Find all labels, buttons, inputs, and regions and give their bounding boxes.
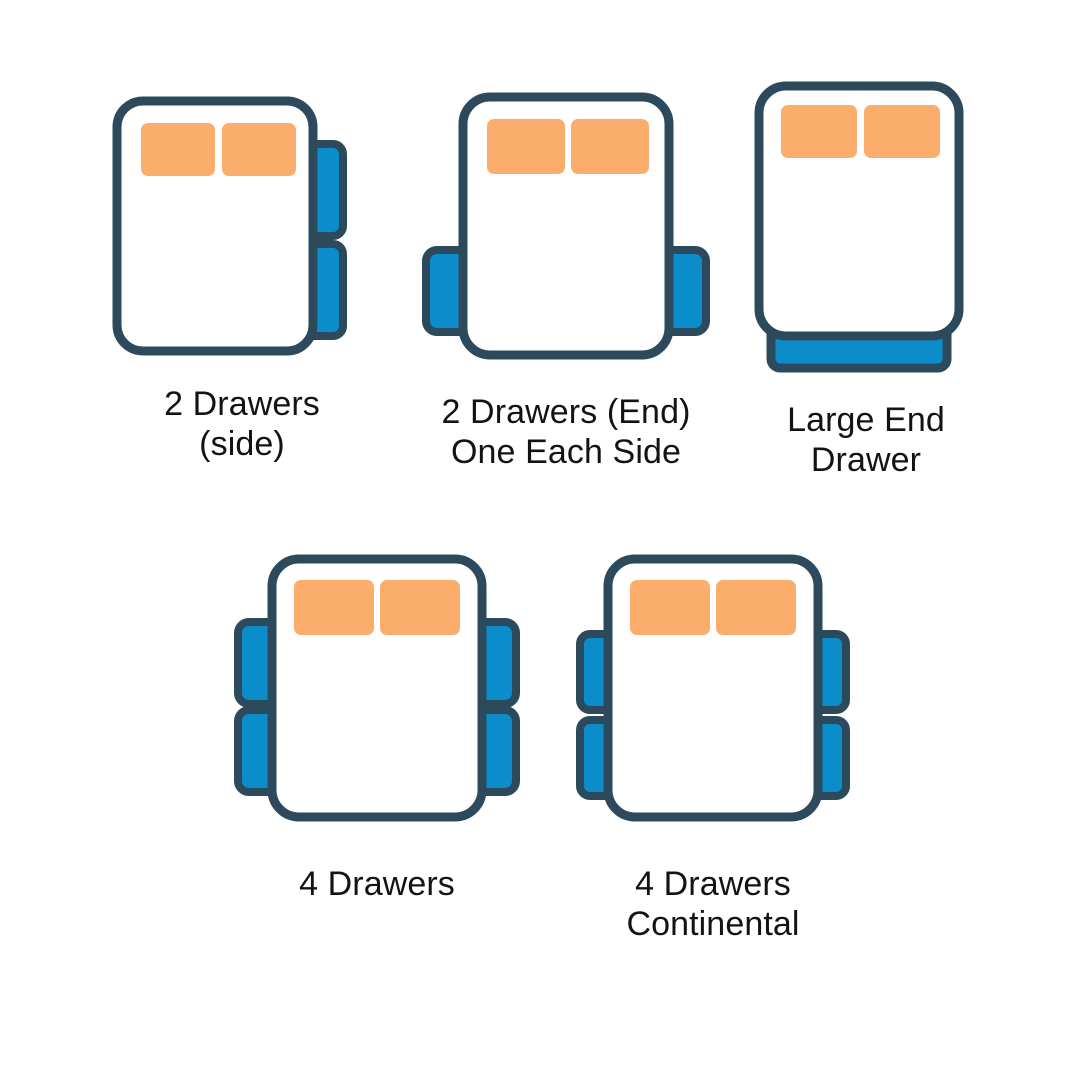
bed-diagram-two-drawers-end	[421, 90, 711, 370]
pillow-right	[716, 580, 796, 635]
pillow-left	[294, 580, 374, 635]
bed-option-four-drawers-continental[interactable]: 4 Drawers Continental	[568, 552, 858, 944]
pillow-right	[571, 119, 649, 174]
bed-option-label-four-drawers: 4 Drawers	[299, 865, 455, 903]
bed-option-label-large-end-drawer: Large End Drawer	[787, 401, 945, 480]
bed-option-label-two-drawers-side: 2 Drawers (side)	[164, 385, 320, 464]
pillow-left	[781, 105, 857, 158]
bed-option-label-four-drawers-continental: 4 Drawers Continental	[626, 865, 800, 944]
bed-option-four-drawers[interactable]: 4 Drawers	[232, 552, 522, 904]
pillow-right	[864, 105, 940, 158]
bed-option-two-drawers-side[interactable]: 2 Drawers (side)	[72, 96, 412, 464]
bed-diagram-four-drawers-continental	[568, 552, 858, 832]
bed-option-large-end-drawer[interactable]: Large End Drawer	[736, 80, 996, 480]
pillow-right	[222, 123, 296, 176]
pillow-right	[380, 580, 460, 635]
bed-diagram-four-drawers	[232, 552, 522, 832]
pillow-left	[141, 123, 215, 176]
bed-diagram-large-end-drawer	[751, 80, 981, 378]
bed-option-label-two-drawers-end: 2 Drawers (End) One Each Side	[441, 393, 691, 472]
bed-option-two-drawers-end[interactable]: 2 Drawers (End) One Each Side	[396, 90, 736, 472]
pillow-left	[487, 119, 565, 174]
bed-diagram-two-drawers-side	[112, 96, 372, 366]
pillow-left	[630, 580, 710, 635]
